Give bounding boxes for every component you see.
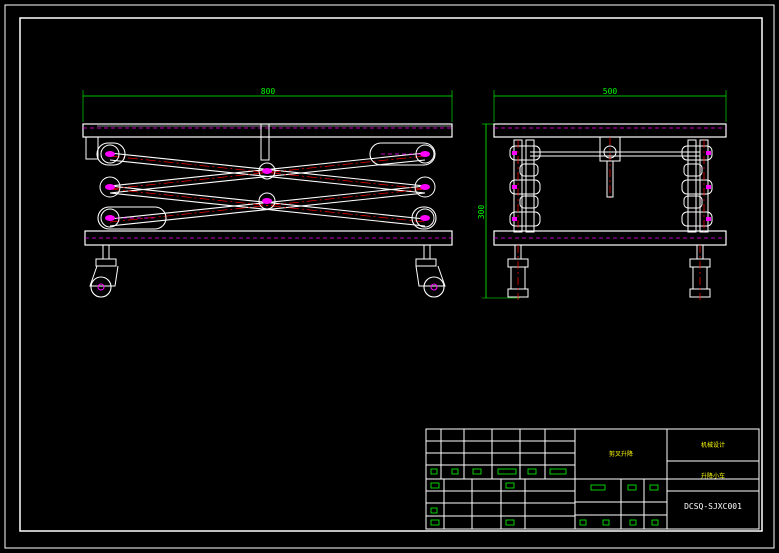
side-view: 500 300 bbox=[477, 87, 727, 300]
outer-frame bbox=[4, 4, 775, 549]
title-drawing-code: DCSQ-SJXC001 bbox=[684, 502, 742, 511]
title-block bbox=[425, 428, 760, 530]
front-view: 800 bbox=[82, 87, 453, 298]
front-width-dimension: 800 bbox=[261, 87, 276, 96]
title-product: 升降小车 bbox=[701, 472, 725, 480]
side-height-dimension: 300 bbox=[477, 205, 486, 220]
title-company: 机械设计 bbox=[701, 441, 725, 449]
side-width-dimension: 500 bbox=[603, 87, 618, 96]
inner-frame bbox=[19, 17, 763, 532]
title-part-name: 剪叉升降 bbox=[609, 450, 633, 458]
